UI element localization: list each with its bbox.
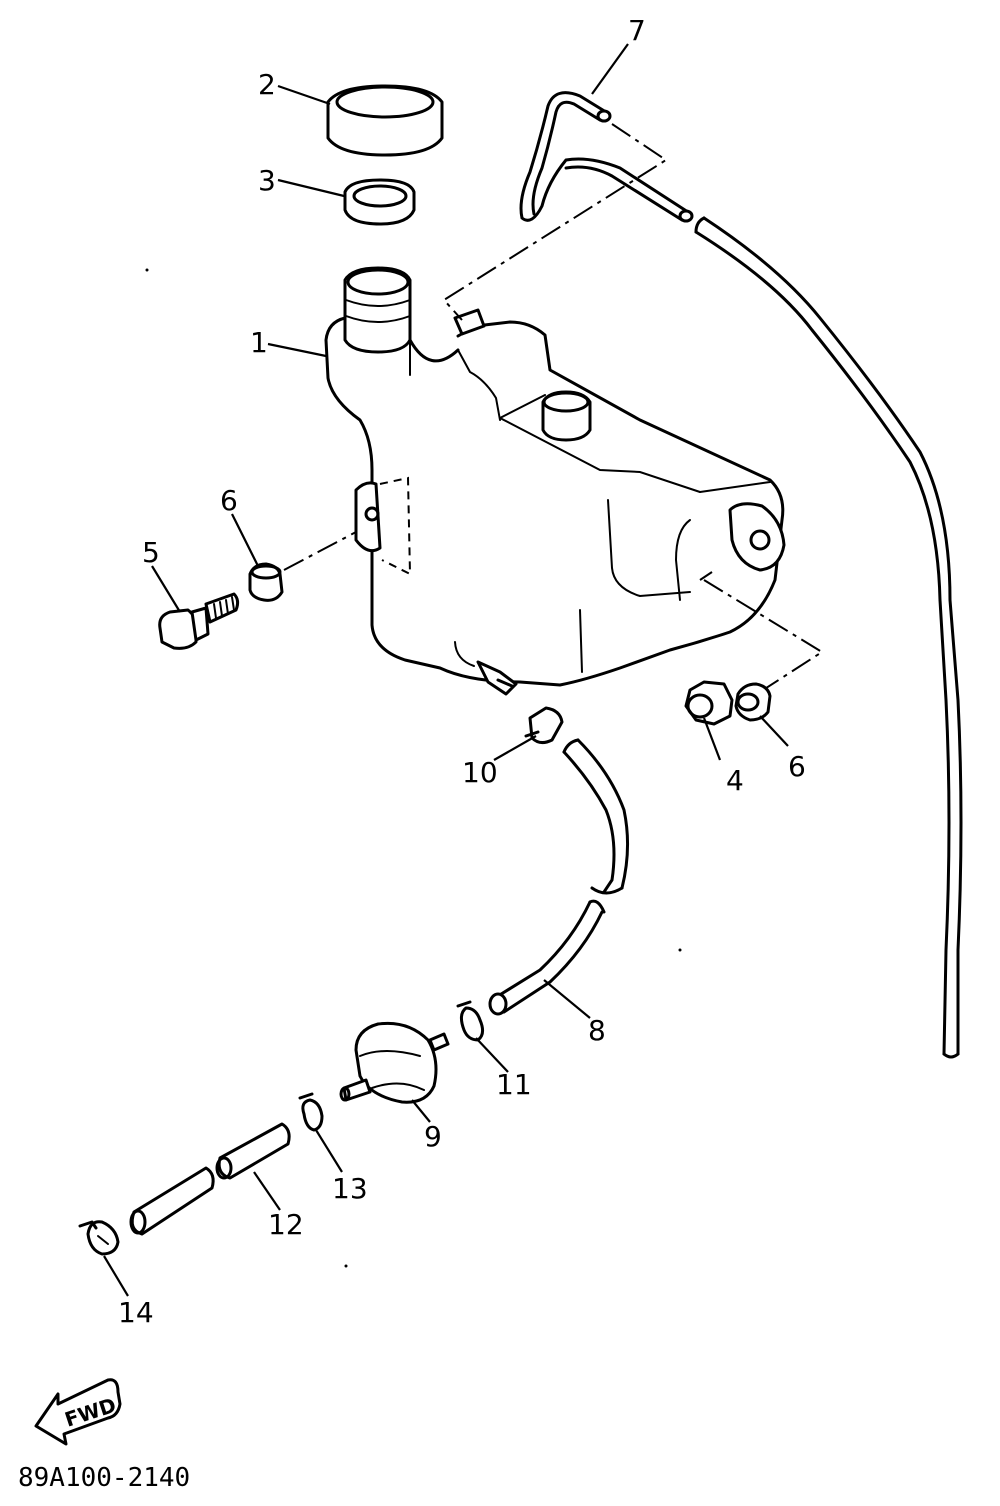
callout-12: 12: [268, 1208, 304, 1241]
callout-2: 2: [258, 68, 276, 101]
part-3-gasket: [343, 178, 416, 226]
callout-1: 1: [250, 326, 268, 359]
assembly-lines: [283, 123, 824, 693]
part-1-reservoir-tank: [324, 266, 786, 696]
callout-7: 7: [628, 14, 646, 47]
callout-13: 13: [332, 1172, 368, 1205]
figure-code: 89A100-2140: [18, 1463, 190, 1493]
part-9-valve: [339, 1021, 450, 1104]
part-10-clamp: [524, 706, 564, 745]
callout-14: 14: [118, 1296, 154, 1329]
forward-direction-arrow: FWD: [34, 1378, 122, 1446]
part-4-grommet: [684, 680, 734, 726]
callout-5: 5: [142, 536, 160, 569]
callout-8: 8: [588, 1014, 606, 1047]
callout-9: 9: [424, 1120, 442, 1153]
part-12-hose: [129, 1122, 291, 1236]
callout-3: 3: [258, 164, 276, 197]
part-14-clamp: [78, 1220, 120, 1256]
callout-6-right: 6: [788, 750, 806, 783]
callout-11: 11: [496, 1068, 532, 1101]
part-13-clip: [298, 1092, 324, 1132]
part-8-hose: [488, 738, 630, 1016]
part-6-collar-right: [734, 682, 772, 722]
part-5-bolt: [158, 592, 240, 650]
part-11-clip: [456, 1000, 485, 1042]
part-2-cap: [326, 84, 444, 157]
callout-6-left: 6: [220, 484, 238, 517]
callout-4: 4: [726, 764, 744, 797]
part-7-breather-hose: [519, 91, 963, 1059]
callout-labels: 2 3 1 7 6 5 4 6 10 8 11 9 13 12 14: [118, 14, 806, 1329]
callout-10: 10: [462, 756, 498, 789]
leader-lines: [103, 43, 789, 1297]
part-6-collar-left: [248, 562, 284, 602]
